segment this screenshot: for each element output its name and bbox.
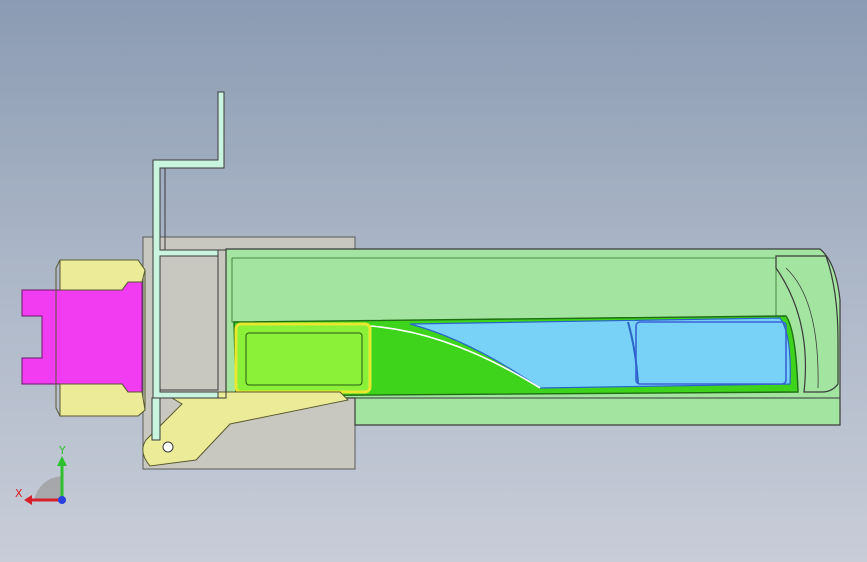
water-outline-right: [635, 321, 787, 385]
clip-vertical[interactable]: [151, 397, 161, 441]
water-divider: [627, 321, 639, 385]
x-axis-arrow: [24, 495, 32, 505]
flange-top[interactable]: [59, 259, 146, 291]
triad-plane: [34, 476, 62, 500]
slope-edge-white: [369, 325, 541, 389]
light-green-block-inner: [245, 332, 363, 386]
z-axis-dot: [58, 496, 66, 504]
flange-bottom[interactable]: [59, 383, 146, 417]
y-axis-arrow: [57, 456, 67, 466]
axis-triad[interactable]: Y X: [15, 444, 67, 505]
connector[interactable]: [21, 281, 143, 393]
bottom-bracket[interactable]: [142, 391, 350, 467]
clip-fill: [152, 91, 225, 399]
end-cap[interactable]: [775, 255, 839, 393]
pivot-hole[interactable]: [162, 441, 174, 453]
x-axis-label: X: [15, 487, 23, 500]
end-cap-inner: [785, 267, 819, 389]
y-axis-label: Y: [58, 444, 66, 457]
